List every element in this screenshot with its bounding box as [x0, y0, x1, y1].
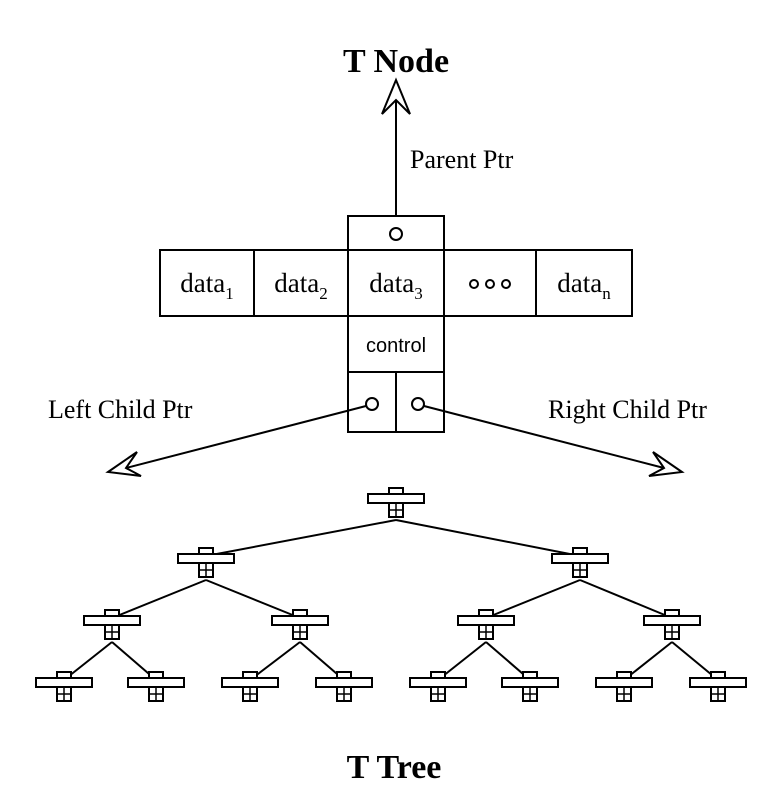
tree-edge	[205, 579, 301, 619]
left-child-arrow	[105, 405, 367, 477]
parent-ptr-dot	[389, 227, 403, 241]
tree-node	[83, 609, 141, 640]
t-tree-title: T Tree	[347, 749, 442, 786]
tree-node	[35, 671, 93, 702]
tree-node	[127, 671, 185, 702]
data-cell-2: data2	[274, 268, 327, 303]
tree-node	[643, 609, 701, 640]
parent-pointer-arrow	[381, 77, 411, 228]
data-cell-1: data1	[180, 268, 233, 303]
data-cell-3: data3	[369, 268, 422, 303]
data-cell-n: datan	[557, 268, 611, 303]
data-row	[159, 249, 633, 317]
tree-edge	[579, 579, 673, 619]
ellipsis-icon	[469, 279, 511, 289]
left-child-ptr-label: Left Child Ptr	[48, 395, 193, 424]
tree-node	[595, 671, 653, 702]
tree-node	[177, 547, 235, 578]
tree-edge	[249, 641, 301, 681]
tree-edge	[111, 579, 207, 619]
tree-node	[367, 487, 425, 518]
tree-node	[271, 609, 329, 640]
tree-node	[457, 609, 515, 640]
left-child-ptr-dot	[365, 397, 379, 411]
t-node: data1 data2 data3 datan control	[159, 215, 633, 433]
tree-node	[501, 671, 559, 702]
parent-ptr-label: Parent Ptr	[410, 145, 514, 174]
t-node-title: T Node	[343, 43, 449, 80]
tree-edge	[395, 519, 581, 557]
right-child-ptr-dot	[411, 397, 425, 411]
right-child-ptr-label: Right Child Ptr	[548, 395, 707, 424]
tree-edge	[485, 579, 581, 619]
tree-edge	[205, 519, 397, 557]
control-label: control	[366, 335, 426, 357]
t-tree	[35, 487, 747, 702]
tree-node	[689, 671, 747, 702]
tree-node	[409, 671, 467, 702]
tree-node	[315, 671, 373, 702]
tree-node	[551, 547, 609, 578]
tree-node	[221, 671, 279, 702]
right-child-arrow	[423, 405, 685, 477]
